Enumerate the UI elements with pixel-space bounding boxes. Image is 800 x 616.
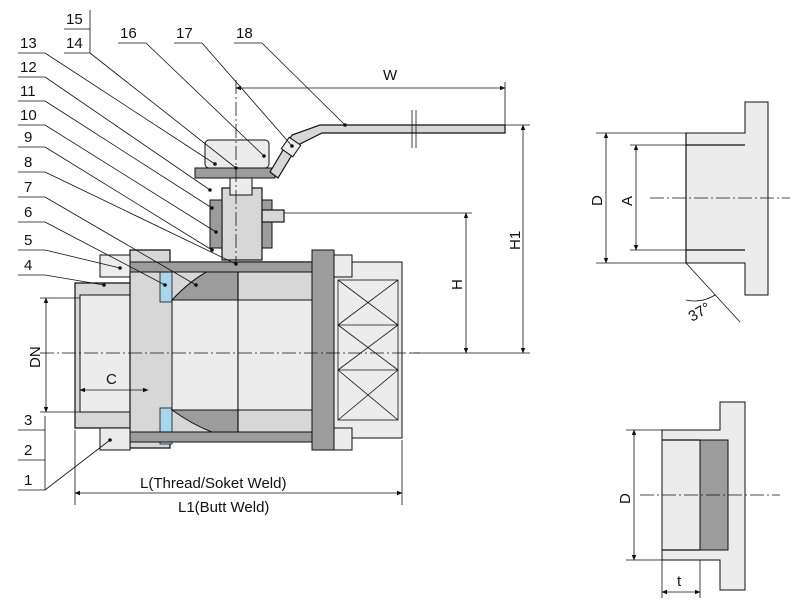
callout-dot-11 [210, 206, 214, 210]
callout-dot-9 [210, 248, 214, 252]
part-number-1: 1 [24, 472, 32, 489]
part-number-5: 5 [24, 232, 32, 249]
detail-butt-weld: D A 37° [589, 101, 790, 325]
dim-W: W [383, 67, 398, 84]
dim-D-top: D [589, 195, 606, 206]
callout-leader-18 [261, 42, 346, 126]
callout-leader-13 [44, 52, 216, 165]
callout-leader-8 [44, 171, 237, 265]
part-number-11: 11 [20, 83, 36, 100]
dim-L: L(Thread/Soket Weld) [140, 475, 286, 492]
callout-dot-12 [208, 188, 212, 192]
callout-leader-16 [145, 42, 265, 157]
dim-D-bottom: D [617, 493, 634, 504]
part-number-3: 3 [24, 412, 32, 429]
part-number-16: 16 [120, 25, 137, 42]
dim-A: A [619, 196, 636, 206]
part-number-15: 15 [66, 11, 83, 28]
callout-leader-5 [44, 249, 121, 269]
callout-dot-16 [262, 154, 266, 158]
callout-dot-4 [102, 283, 106, 287]
part-number-13: 13 [20, 35, 37, 52]
callout-leader-10 [44, 124, 217, 233]
part-number-4: 4 [24, 257, 32, 274]
callout-leader-11 [44, 100, 213, 209]
dim-C: C [106, 371, 117, 388]
bolts [99, 254, 353, 451]
part-number-7: 7 [24, 179, 32, 196]
callout-dot-17 [290, 144, 294, 148]
part-number-8: 8 [24, 154, 32, 171]
part-number-14: 14 [66, 35, 83, 52]
callout-dot-5 [118, 266, 122, 270]
part-number-17: 17 [176, 25, 193, 42]
part-number-18: 18 [236, 25, 253, 42]
callout-leader-6 [44, 221, 166, 286]
dim-H: H [449, 279, 466, 290]
callout-leader-14 [89, 52, 237, 169]
handle [269, 110, 506, 179]
callout-dot-18 [343, 123, 347, 127]
part-number-9: 9 [24, 129, 32, 146]
callout-dot-13 [213, 162, 217, 166]
dim-angle: 37° [686, 299, 714, 325]
callout-leader-1 [44, 439, 111, 491]
part-number-2: 2 [24, 442, 32, 459]
callout-leader-17 [201, 42, 293, 147]
dim-H1: H1 [507, 231, 524, 250]
callout-dot-10 [214, 230, 218, 234]
dim-L1: L1(Butt Weld) [178, 499, 269, 516]
stem-assembly [194, 139, 285, 261]
callout-leader-7 [44, 196, 197, 286]
dim-t: t [677, 573, 682, 590]
dim-DN: DN [27, 346, 44, 368]
detail-socket-weld: D t [617, 401, 780, 598]
callout-dot-8 [234, 262, 238, 266]
callout-leader-4 [44, 274, 105, 286]
part-number-12: 12 [20, 59, 37, 76]
valve-body [40, 80, 506, 451]
part-number-6: 6 [24, 204, 32, 221]
dimensions-main: W H1 H DN C L(Thread/Soket Weld) L1(Butt… [27, 67, 530, 516]
callout-leader-12 [44, 76, 211, 191]
part-number-10: 10 [20, 107, 37, 124]
callout-dot-14 [234, 166, 238, 170]
callout-dot-7 [194, 283, 198, 287]
callout-dot-1 [108, 438, 112, 442]
callout-dot-6 [163, 283, 167, 287]
wrench-flats [337, 279, 399, 421]
callout-leader-9 [44, 146, 213, 251]
